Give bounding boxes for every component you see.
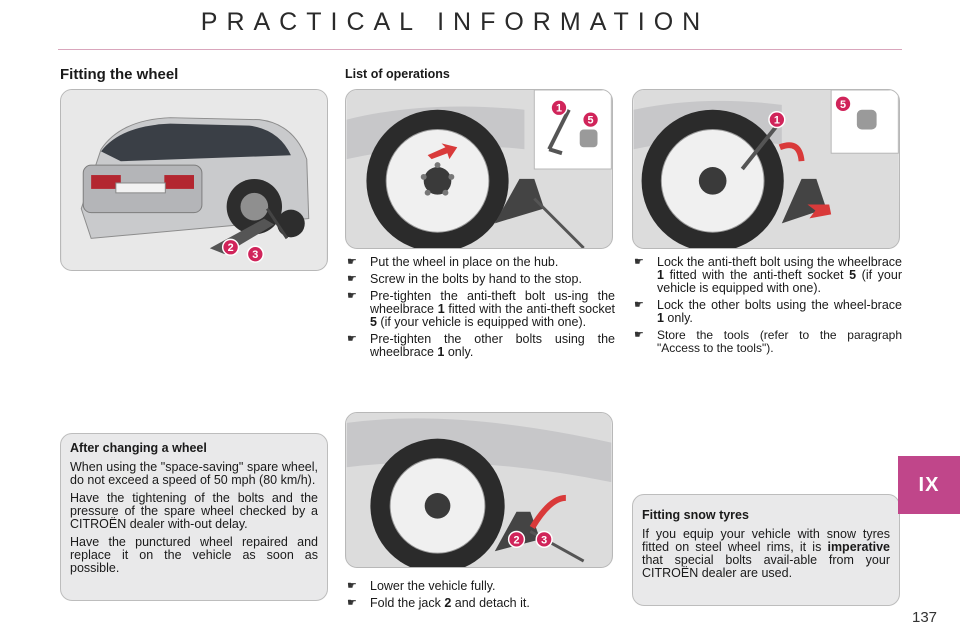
pointing-hand-icon: ☛ <box>347 580 357 592</box>
list-item: ☛Pre-tighten the other bolts using the w… <box>347 332 615 359</box>
note-title: After changing a wheel <box>70 441 207 455</box>
chapter-tab[interactable]: IX <box>898 456 960 514</box>
callout-socket: 5 <box>588 115 594 127</box>
page-number: 137 <box>912 609 938 626</box>
pointing-hand-icon: ☛ <box>634 299 644 311</box>
wheel-hub-photo: 1 5 <box>345 89 613 249</box>
section-subtitle: List of operations <box>345 67 450 81</box>
list-item: ☛Fold the jack 2 and detach it. <box>347 596 530 610</box>
pointing-hand-icon: ☛ <box>347 256 357 268</box>
pointing-hand-icon: ☛ <box>347 333 357 345</box>
section-title: Fitting the wheel <box>60 66 179 83</box>
list-item: ☛Screw in the bolts by hand to the stop. <box>347 272 582 286</box>
callout-wheelbrace: 1 <box>556 103 562 115</box>
pointing-hand-icon: ☛ <box>347 290 357 302</box>
steps-list-b: ☛Lock the anti-theft bolt using the whee… <box>632 256 902 359</box>
note-title: Fitting snow tyres <box>642 508 749 522</box>
note-paragraph: Have the punctured wheel repaired and re… <box>70 535 318 575</box>
callout-jack-handle-2: 3 <box>541 534 547 546</box>
lock-bolts-photo: 5 1 <box>632 89 900 249</box>
lower-vehicle-photo: 2 3 <box>345 412 613 568</box>
car-rear-photo: 2 3 <box>60 89 328 271</box>
pointing-hand-icon: ☛ <box>634 256 644 268</box>
steps-list-a: ☛Put the wheel in place on the hub. ☛Scr… <box>345 256 615 363</box>
steps-list-c: ☛Lower the vehicle fully. ☛Fold the jack… <box>345 580 615 614</box>
pointing-hand-icon: ☛ <box>347 597 357 609</box>
callout-socket-2: 5 <box>840 99 846 111</box>
list-item: ☛Pre-tighten the anti-theft bolt us-ing … <box>347 289 615 329</box>
pointing-hand-icon: ☛ <box>634 329 644 341</box>
header-rule <box>58 49 902 50</box>
list-item: ☛Put the wheel in place on the hub. <box>347 255 559 269</box>
note-paragraph: When using the "space-saving" spare whee… <box>70 460 318 487</box>
list-item: ☛Lock the anti-theft bolt using the whee… <box>634 255 902 295</box>
pointing-hand-icon: ☛ <box>347 273 357 285</box>
note-paragraph: If you equip your vehicle with snow tyre… <box>642 527 890 580</box>
callout-jack: 2 <box>228 242 234 254</box>
list-item: ☛Lock the other bolts using the wheel-br… <box>634 298 902 325</box>
list-item: ☛Store the tools (refer to the paragraph… <box>634 328 902 355</box>
callout-jack-2: 2 <box>513 534 519 546</box>
note-paragraph: Have the tightening of the bolts and the… <box>70 491 318 531</box>
callout-jack-handle: 3 <box>252 249 258 261</box>
list-item: ☛Lower the vehicle fully. <box>347 579 496 593</box>
note-after-changing: After changing a wheel When using the "s… <box>60 433 328 601</box>
page-title: PRACTICAL INFORMATION <box>200 8 710 36</box>
callout-wheelbrace-2: 1 <box>774 115 780 127</box>
note-snow-tyres: Fitting snow tyres If you equip your veh… <box>632 494 900 606</box>
